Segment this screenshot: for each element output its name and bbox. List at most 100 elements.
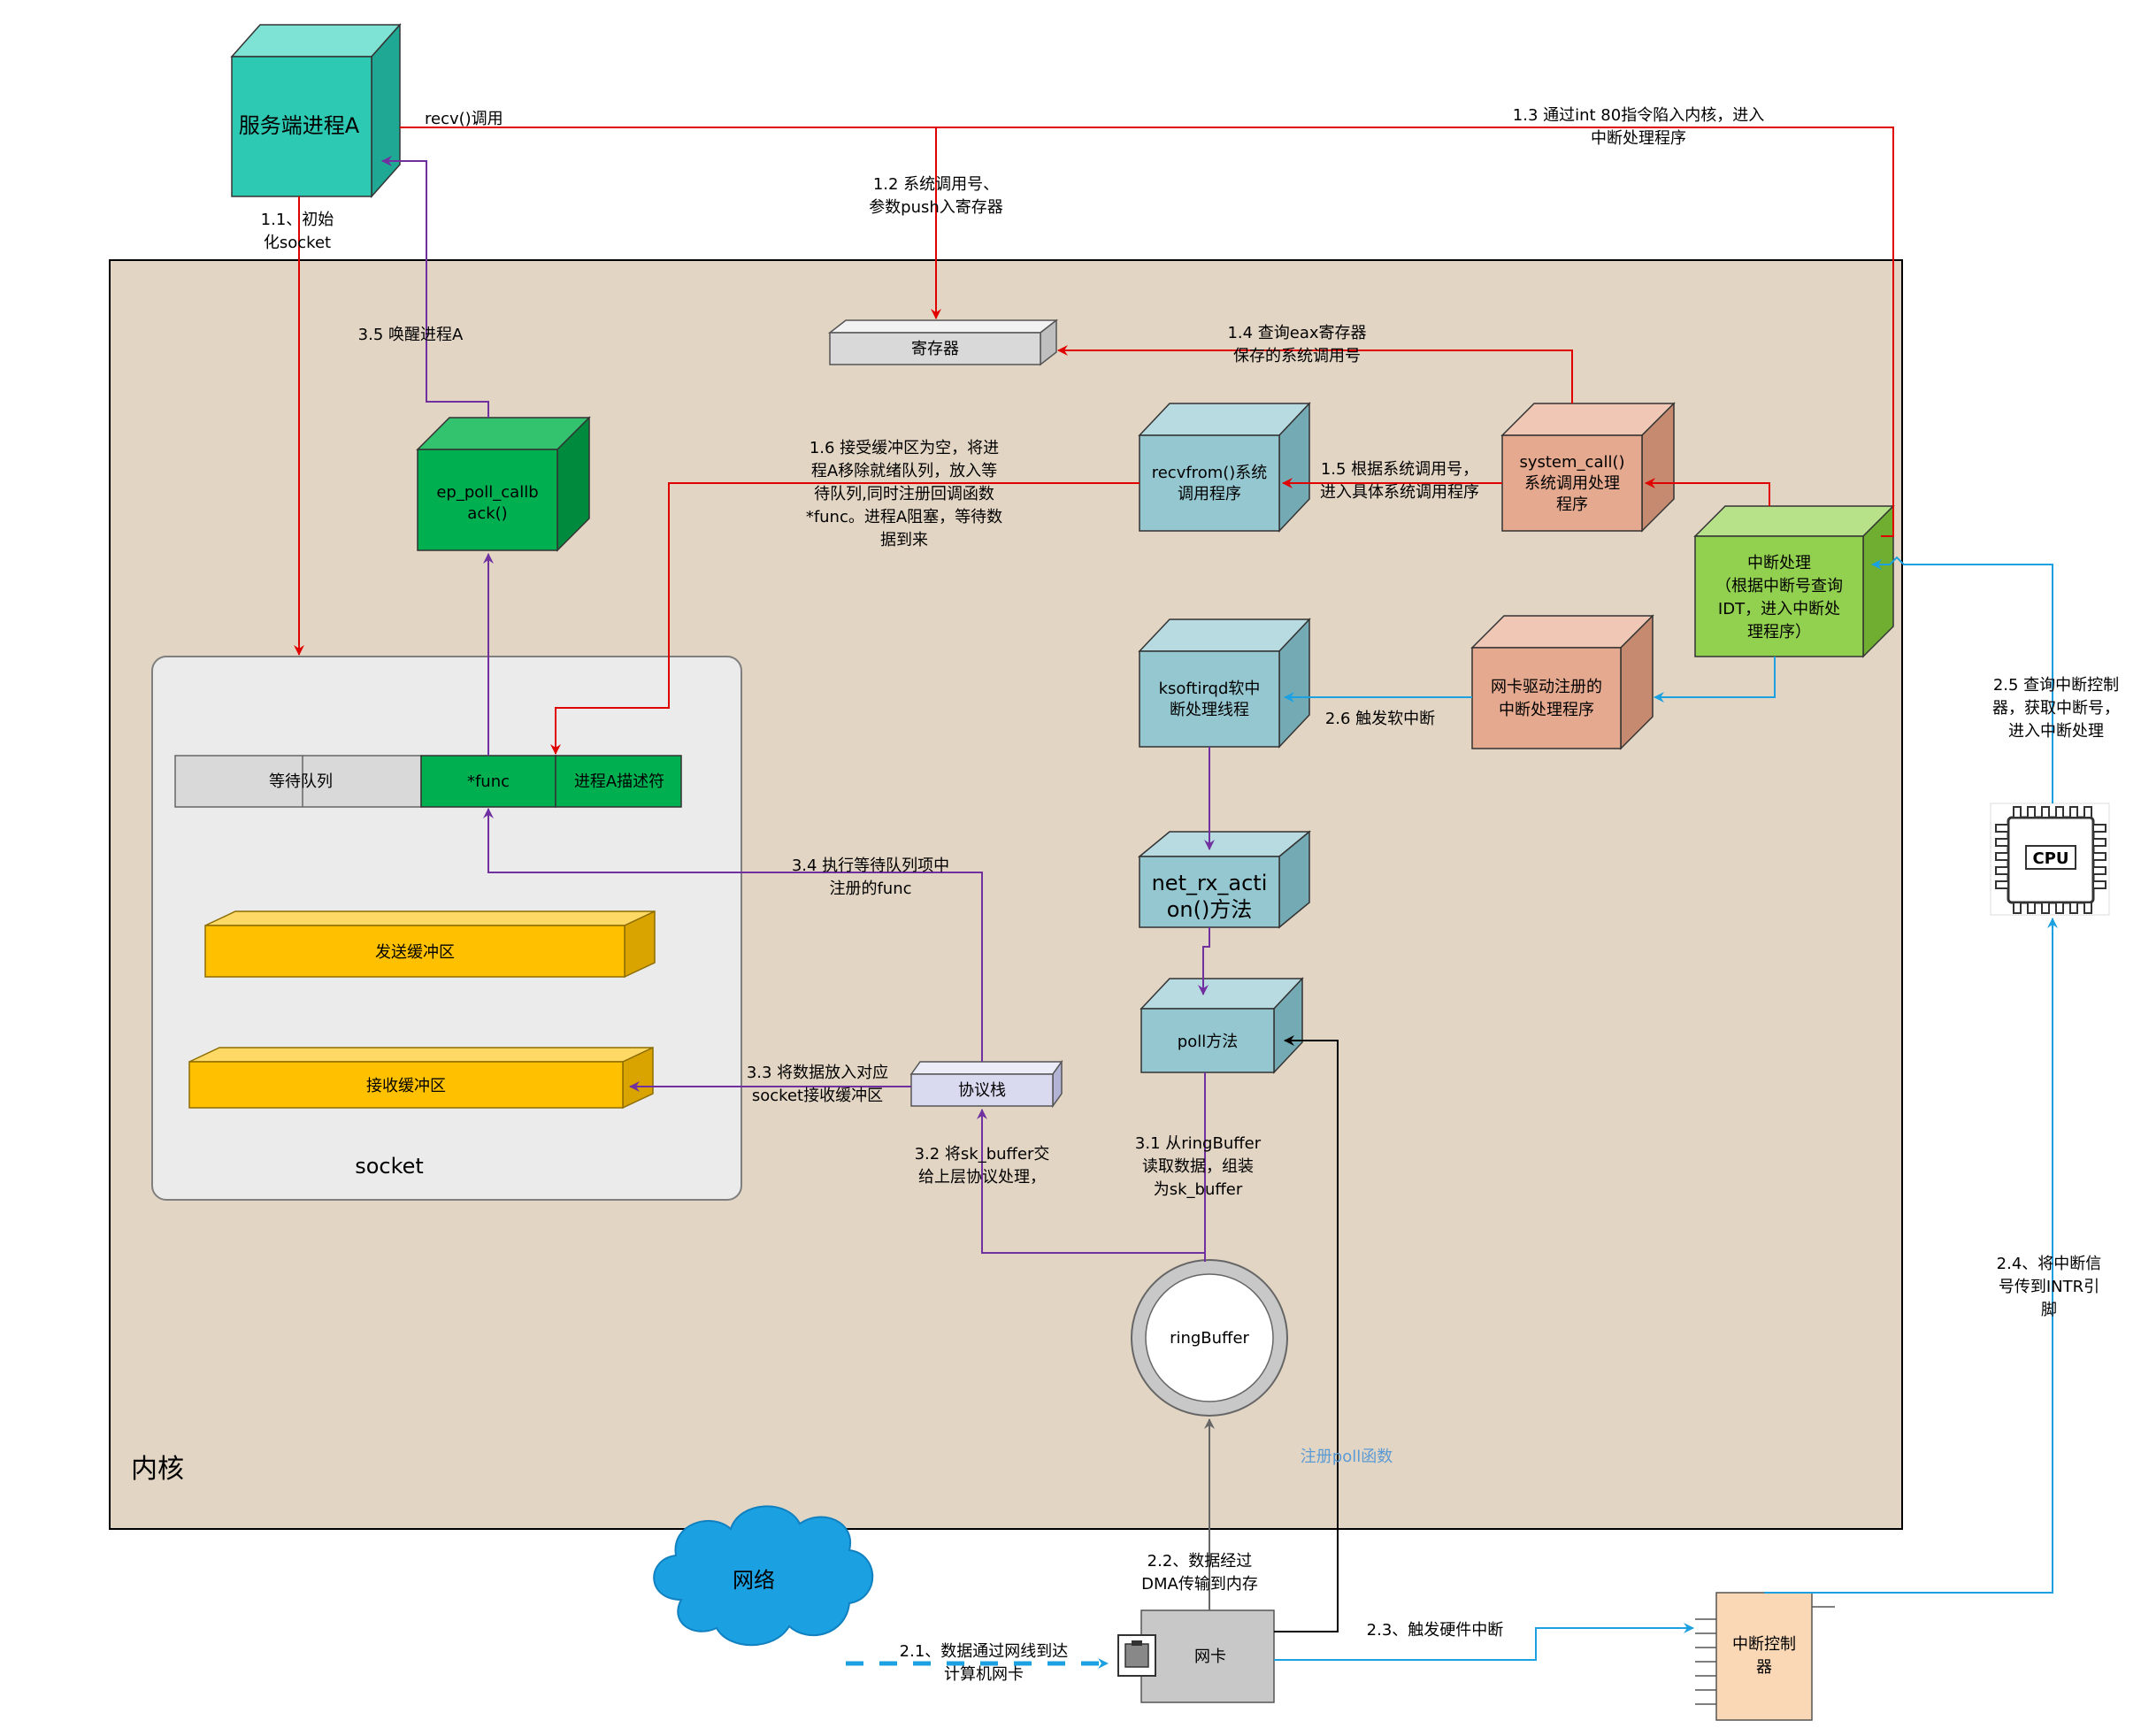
interrupt-controller: 中断控制 器 — [1695, 1592, 1835, 1721]
recv-call-arrows — [294, 127, 1894, 755]
register-label: 寄存器 — [911, 340, 959, 358]
recvfrom-syscall: recvfrom()系统 调用程序 — [1138, 402, 1311, 533]
protocol-stack: 协议栈 — [909, 1059, 1063, 1109]
label-3-2-line2: 给上层协议处理， — [918, 1168, 1046, 1187]
wait-queue-label: 等待队列 — [269, 772, 333, 791]
label-1-6-line3: 待队列,同时注册回调函数 — [814, 485, 994, 503]
label-recv-call: recv()调用 — [425, 110, 503, 128]
net-rx-action: net_rx_acti on()方法 — [1137, 830, 1312, 929]
label-1-5-line1: 1.5 根据系统调用号， — [1321, 460, 1478, 479]
label-2-5-line1: 2.5 查询中断控制 — [1993, 676, 2119, 695]
label-2-1-line2: 计算机网卡 — [944, 1665, 1024, 1684]
ring-buffer-label: ringBuffer — [1170, 1329, 1249, 1348]
arrow-recv-to-interrupt — [936, 127, 1894, 537]
arrow-ic-to-cpu — [1764, 918, 2058, 1594]
nic-driver-interrupt-handler: 网卡驱动注册的 中断处理程序 — [1470, 614, 1654, 750]
interrupt-controller-line2: 器 — [1756, 1658, 1772, 1677]
label-1-3-line2: 中断处理程序 — [1591, 129, 1686, 148]
nic-driver-line2: 中断处理程序 — [1499, 701, 1594, 719]
socket-label: socket — [355, 1154, 424, 1179]
system-call-handler: system_call() 系统调用处理 程序 — [1500, 402, 1676, 533]
server-process-a-label: 服务端进程A — [239, 113, 360, 138]
label-2-4-line2: 号传到INTR引 — [1999, 1278, 2099, 1296]
cpu-chip-icon: CPU — [1990, 803, 2110, 916]
nic-card: 网卡 — [1117, 1609, 1275, 1703]
poll-method-label: poll方法 — [1178, 1033, 1238, 1051]
label-3-3-line1: 3.3 将数据放入对应 — [747, 1064, 888, 1082]
ep-poll-callback-line2: ack() — [467, 504, 507, 523]
hardware-interrupt-arrows — [846, 556, 2058, 1669]
arrow-register-poll — [1274, 1035, 1339, 1632]
nic-driver-line1: 网卡驱动注册的 — [1491, 678, 1602, 696]
arrow-recvfrom-to-waitqueue — [550, 482, 1140, 755]
label-2-2-line1: 2.2、数据经过 — [1147, 1552, 1253, 1571]
label-2-3: 2.3、触发硬件中断 — [1367, 1621, 1504, 1640]
label-1-1-line1: 1.1、初始 — [261, 211, 334, 229]
send-buffer-label: 发送缓冲区 — [375, 943, 455, 962]
ksoftirqd-line1: ksoftirqd软中 — [1159, 680, 1261, 698]
register: 寄存器 — [827, 319, 1059, 366]
ksoftirqd-thread: ksoftirqd软中 断处理线程 — [1138, 618, 1311, 749]
network-cloud: 网络 — [653, 1505, 874, 1647]
label-2-2-line2: DMA传输到内存 — [1141, 1575, 1258, 1594]
system-call-line3: 程序 — [1556, 495, 1588, 514]
label-3-3-line2: socket接收缓冲区 — [752, 1087, 883, 1105]
label-1-6-line5: 据到来 — [880, 531, 928, 549]
label-2-5-line3: 进入中断处理 — [2008, 722, 2104, 741]
nic-label: 网卡 — [1194, 1648, 1226, 1666]
ksoftirqd-line2: 断处理线程 — [1170, 701, 1249, 719]
label-2-5-line2: 器，获取中断号， — [1992, 699, 2120, 718]
label-1-4-line2: 保存的系统调用号 — [1233, 347, 1361, 365]
kernel-label: 内核 — [131, 1454, 184, 1485]
func-label: *func — [467, 772, 510, 791]
recv-buffer-label: 接收缓冲区 — [366, 1077, 446, 1095]
cpu-label: CPU — [2032, 849, 2068, 868]
recv-buffer: 接收缓冲区 — [188, 1046, 654, 1110]
label-2-1-line1: 2.1、数据通过网线到达 — [900, 1642, 1069, 1661]
ethernet-port-icon — [1117, 1634, 1156, 1677]
label-1-4-line1: 1.4 查询eax寄存器 — [1227, 324, 1366, 342]
interrupt-handler-line4: 理程序） — [1747, 623, 1811, 641]
send-buffer: 发送缓冲区 — [204, 910, 656, 979]
ep-poll-callback-line1: ep_poll_callb — [436, 483, 538, 502]
system-call-line2: 系统调用处理 — [1524, 474, 1620, 493]
interrupt-controller-line1: 中断控制 — [1732, 1635, 1796, 1654]
label-1-1-line2: 化socket — [264, 234, 331, 252]
label-3-5: 3.5 唤醒进程A — [358, 326, 464, 344]
poll-method: poll方法 — [1140, 977, 1304, 1074]
arrow-nic-to-ic — [1274, 1623, 1694, 1661]
label-3-4-line1: 3.4 执行等待队列项中 — [792, 856, 949, 875]
label-3-1-line1: 3.1 从ringBuffer — [1135, 1134, 1262, 1153]
protocol-stack-label: 协议栈 — [958, 1081, 1006, 1100]
label-1-6-line2: 程A移除就绪队列，放入等 — [811, 462, 997, 480]
net-rx-action-line2: on()方法 — [1167, 897, 1253, 922]
label-1-6-line1: 1.6 接受缓冲区为空，将进 — [810, 439, 999, 457]
arrow-callback-to-process — [381, 156, 489, 418]
process-descriptor-label: 进程A描述符 — [574, 772, 664, 791]
label-1-6-line4: *func。进程A阻塞，等待数 — [806, 508, 1002, 526]
label-2-4-line1: 2.4、将中断信 — [1997, 1255, 2102, 1273]
label-3-1-line2: 读取数据，组装 — [1142, 1157, 1254, 1176]
arrow-cpu-to-interrupt — [1871, 556, 2053, 803]
label-3-4-line2: 注册的func — [829, 880, 911, 898]
data-path-arrows — [381, 156, 1215, 1262]
interrupt-handler-line2: （根据中断号查询 — [1715, 577, 1843, 595]
network-label: 网络 — [733, 1568, 775, 1593]
arrow-netrx-to-poll — [1198, 927, 1210, 995]
interrupt-handler-line1: 中断处理 — [1747, 554, 1811, 572]
interrupt-handler-line3: IDT，进入中断处 — [1718, 600, 1840, 618]
label-2-6: 2.6 触发软中断 — [1325, 710, 1435, 728]
label-3-1-line3: 为sk_buffer — [1154, 1180, 1243, 1199]
label-1-5-line2: 进入具体系统调用程序 — [1320, 483, 1479, 502]
arrow-protocol-to-func — [483, 808, 983, 1062]
arrow-interrupt-to-syscall — [1645, 478, 1770, 506]
interrupt-handler: 中断处理 （根据中断号查询 IDT，进入中断处 理程序） — [1693, 504, 1895, 658]
label-1-2-line2: 参数push入寄存器 — [869, 198, 1003, 217]
recvfrom-line2: 调用程序 — [1178, 485, 1241, 503]
ep-poll-callback: ep_poll_callb ack() — [416, 416, 591, 552]
wait-queue-cell — [174, 755, 422, 808]
net-rx-action-line1: net_rx_acti — [1152, 871, 1268, 895]
ring-buffer: ringBuffer — [1131, 1259, 1288, 1417]
recvfrom-line1: recvfrom()系统 — [1152, 464, 1268, 482]
